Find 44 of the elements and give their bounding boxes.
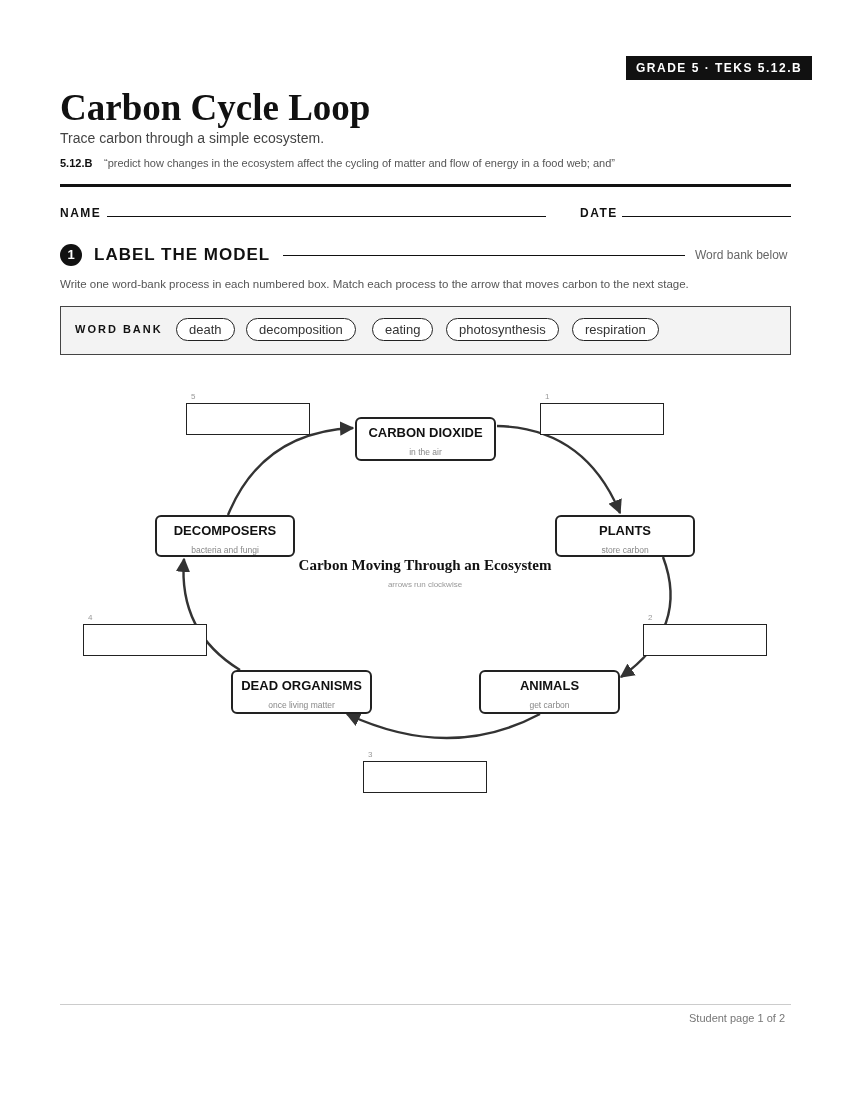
field-label: NAME (60, 206, 102, 220)
page-title: Carbon Cycle Loop (60, 86, 371, 129)
word-chip: eating (372, 318, 434, 341)
stage-note: get carbon (529, 700, 570, 710)
grade-badge: GRADE 5 · TEKS 5.12.B (626, 56, 813, 80)
stage-name: PLANTS (599, 523, 651, 538)
arrow (496, 424, 622, 515)
stage-note: store carbon (601, 545, 649, 555)
arrow (176, 557, 241, 671)
subtitle: Trace carbon through a simple ecosystem. (60, 130, 325, 146)
stage-note: bacteria and fungi (191, 545, 259, 555)
field-label: DATE (580, 206, 618, 220)
stage-box (479, 670, 620, 714)
box-number: 5 (191, 392, 196, 401)
box-number: 2 (648, 613, 653, 622)
box-number: 3 (368, 750, 373, 759)
stage-name: DEAD ORGANISMS (241, 678, 362, 693)
word-chip: death (176, 318, 235, 341)
side-note: Word bank below (695, 248, 788, 262)
arrow (345, 712, 541, 740)
instructions: Write one word-bank process in each numbered box. Match each process to the arrow that moves carbon to the next stage. (60, 278, 689, 290)
page-number: Student page 1 of 2 (689, 1012, 786, 1024)
stage-name: ANIMALS (519, 678, 580, 693)
stage-name: CARBON DIOXIDE (368, 425, 483, 440)
stage-box (355, 417, 496, 461)
stage-note: once living matter (268, 700, 335, 710)
word-chip: decomposition (246, 318, 356, 341)
word-bank-heading: WORD BANK (75, 323, 163, 335)
stage-note: in the air (409, 447, 442, 457)
arrow (226, 421, 355, 516)
stage-box (231, 670, 372, 714)
stage-box (155, 515, 295, 557)
word-chip: photosynthesis (446, 318, 559, 341)
stage-box (555, 515, 695, 557)
section-heading: LABEL THE MODEL (94, 245, 271, 265)
standard-quote: “predict how changes in the ecosystem affect the cycling of matter and flow of energy in a food web; and” (104, 157, 615, 169)
box-number: 1 (545, 392, 550, 401)
standard-code: 5.12.B (60, 157, 93, 169)
word-chip: respiration (572, 318, 659, 341)
diagram-heading: Carbon Moving Through an Ecosystem (298, 557, 552, 574)
diagram-note: arrows run clockwise (387, 580, 463, 589)
box-number: 4 (88, 613, 93, 622)
step-number: 1 (60, 244, 82, 266)
stage-name: DECOMPOSERS (173, 523, 277, 538)
